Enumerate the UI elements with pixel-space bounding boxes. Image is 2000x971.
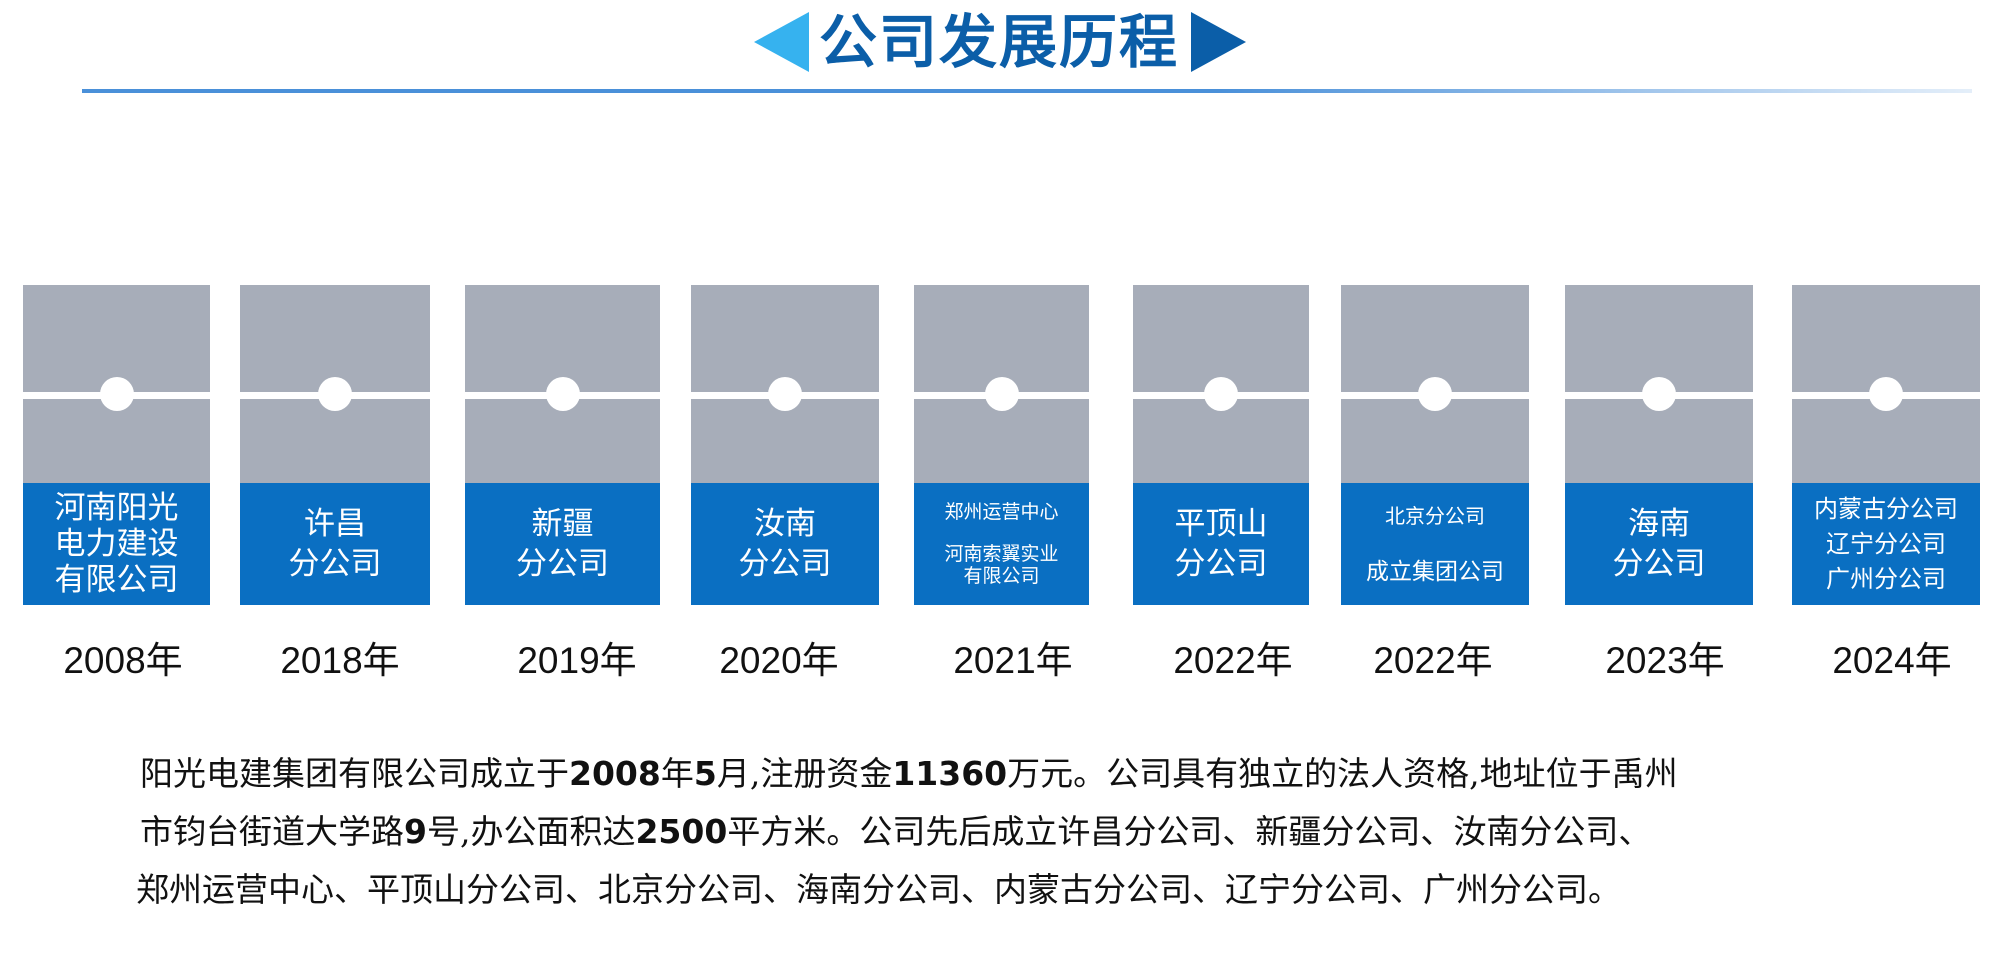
header: 公司发展历程 <box>0 0 2000 93</box>
milestone-label: 许昌 分公司 <box>240 483 430 605</box>
milestone-label: 内蒙古分公司 辽宁分公司 广州分公司 <box>1792 483 1980 605</box>
left-arrow-icon <box>753 12 809 72</box>
company-description: 阳光电建集团有限公司成立于2008年5月,注册资金11360万元。公司具有独立的… <box>136 745 1860 919</box>
milestone-card-2022-beijing: 北京分公司 成立集团公司 <box>1341 285 1529 605</box>
timeline-dot <box>1418 377 1452 411</box>
description-line-3: 郑州运营中心、平顶山分公司、北京分公司、海南分公司、内蒙古分公司、辽宁分公司、广… <box>136 870 1621 909</box>
milestone-label: 平顶山 分公司 <box>1133 483 1309 605</box>
milestone-label: 郑州运营中心 河南索翼实业 有限公司 <box>914 483 1089 605</box>
year-label: 2008年 <box>63 640 183 681</box>
milestone-card-2022-pingdingshan: 平顶山 分公司 <box>1133 285 1309 605</box>
timeline-dot <box>1642 377 1676 411</box>
timeline-dot <box>768 377 802 411</box>
year-label: 2019年 <box>517 640 637 681</box>
milestone-card-2020: 汝南 分公司 <box>691 285 879 605</box>
year-label: 2023年 <box>1605 640 1725 681</box>
year-label: 2022年 <box>1373 640 1493 681</box>
milestone-card-2023: 海南 分公司 <box>1565 285 1753 605</box>
page-title: 公司发展历程 <box>818 8 1179 76</box>
milestone-card-2008: 河南阳光 电力建设 有限公司 <box>23 285 210 605</box>
timeline-dot <box>318 377 352 411</box>
milestone-label: 北京分公司 成立集团公司 <box>1341 483 1529 605</box>
milestone-label: 汝南 分公司 <box>691 483 879 605</box>
milestone-card-2021: 郑州运营中心 河南索翼实业 有限公司 <box>914 285 1089 605</box>
milestone-card-2019: 新疆 分公司 <box>465 285 660 605</box>
title-divider <box>82 89 1972 93</box>
timeline: 河南阳光 电力建设 有限公司 许昌 分公司 新疆 分公司 汝南 分公司 <box>0 285 2000 685</box>
description-line-1: 阳光电建集团有限公司成立于2008年5月,注册资金11360万元。公司具有独立的… <box>140 754 1678 793</box>
year-label: 2024年 <box>1832 640 1952 681</box>
timeline-dot <box>1869 377 1903 411</box>
timeline-dot <box>1204 377 1238 411</box>
milestone-label: 海南 分公司 <box>1565 483 1753 605</box>
year-label: 2018年 <box>280 640 400 681</box>
milestone-label: 河南阳光 电力建设 有限公司 <box>23 483 210 605</box>
description-line-2: 市钧台街道大学路9号,办公面积达2500平方米。公司先后成立许昌分公司、新疆分公… <box>140 812 1652 851</box>
milestone-card-2024: 内蒙古分公司 辽宁分公司 广州分公司 <box>1792 285 1980 605</box>
milestone-card-2018: 许昌 分公司 <box>240 285 430 605</box>
timeline-dot <box>545 377 580 411</box>
year-label: 2020年 <box>719 640 839 681</box>
timeline-dot <box>99 377 134 411</box>
timeline-dot <box>984 377 1019 411</box>
title-wrap: 公司发展历程 <box>0 6 2000 78</box>
year-label: 2022年 <box>1173 640 1293 681</box>
milestone-label: 新疆 分公司 <box>465 483 660 605</box>
right-arrow-icon <box>1191 12 1246 72</box>
year-label: 2021年 <box>953 640 1073 681</box>
